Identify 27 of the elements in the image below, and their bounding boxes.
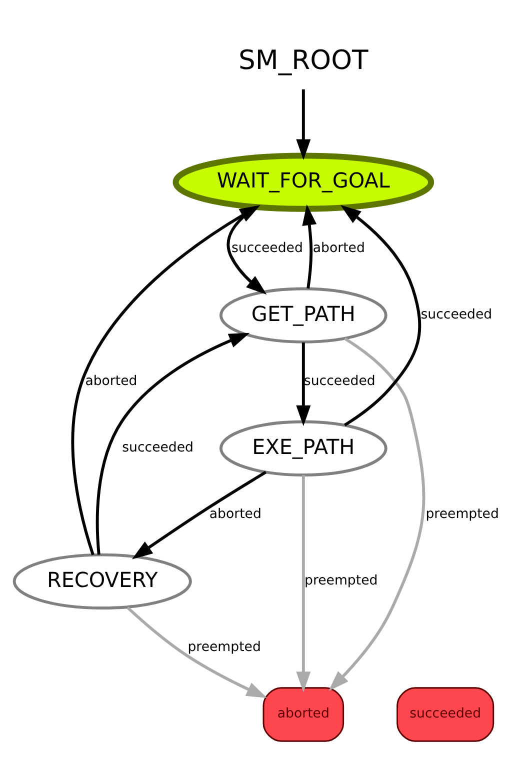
node-ellipse: WAIT_FOR_GOAL	[172, 152, 434, 212]
arrow	[132, 470, 267, 560]
edge-label: preempted	[188, 640, 261, 656]
edge-label: preempted	[304, 574, 378, 589]
arrow	[226, 206, 267, 295]
node-ellipse: EXE_PATH	[219, 420, 388, 476]
arrow	[302, 204, 317, 289]
node-text: SM_ROOT	[238, 45, 368, 76]
edge-label: preempted	[426, 507, 499, 522]
arrow	[126, 606, 268, 698]
node-ellipse: GET_PATH	[219, 287, 388, 344]
node-box: succeeded	[396, 687, 494, 742]
arrow	[96, 332, 250, 555]
arrow	[296, 475, 311, 692]
arrow	[296, 342, 311, 426]
edge-label: aborted	[312, 241, 365, 256]
node-ellipse: RECOVERY	[12, 553, 192, 610]
edge-label: aborted	[85, 374, 138, 390]
arrow	[328, 337, 426, 691]
arrow	[340, 205, 422, 426]
edge-label: succeeded	[420, 308, 492, 323]
edge-label: aborted	[209, 507, 262, 522]
arrow	[296, 89, 311, 160]
arrow	[71, 205, 260, 556]
edge-label: succeeded	[122, 440, 194, 456]
edge-label: succeeded	[231, 241, 303, 256]
node-box: aborted	[262, 687, 344, 742]
